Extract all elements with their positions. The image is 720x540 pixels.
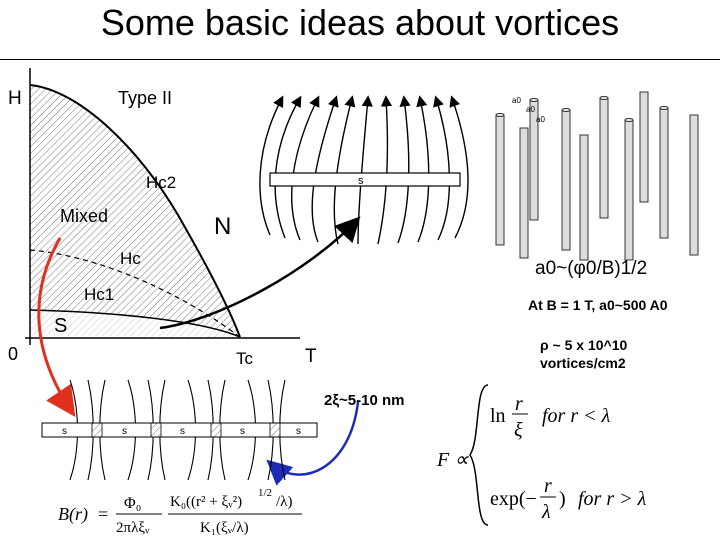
slab-label: s [358, 175, 364, 187]
svg-text:ξ: ξ [514, 419, 523, 441]
svg-text:exp(−: exp(− [490, 488, 537, 510]
svg-text:r: r [515, 393, 523, 415]
to-normal-arrow [159, 216, 361, 330]
to-vortex-red-arrow [37, 237, 76, 417]
svg-text:/λ): /λ) [276, 494, 292, 510]
svg-text:for r > λ: for r > λ [578, 488, 647, 510]
phase-diagram: H 0 T Tc Type II Hc2 Mixed Hc Hc1 S N [8, 68, 317, 368]
svg-text:F ∝: F ∝ [436, 449, 469, 471]
vortex-slab [41, 422, 318, 438]
vortex-cores [91, 422, 281, 438]
svg-text:r: r [544, 475, 552, 497]
origin-label: 0 [8, 344, 18, 364]
svg-text:1/2: 1/2 [258, 487, 272, 499]
type-ii-label: Type II [118, 88, 172, 108]
core-size-label: 2ξ~5-10 nm [324, 392, 405, 409]
vortex-density: ρ ~ 5 x 10^10 vortices/cm2 [540, 337, 628, 371]
a0-value: At B = 1 T, a0~500 A0 [528, 297, 668, 313]
tc-label: Tc [236, 349, 254, 368]
page-title: Some basic ideas about vortices [100, 2, 620, 43]
lattice-a0-2: a0 [526, 105, 535, 114]
svg-text:for r < λ: for r < λ [542, 405, 611, 427]
slab [269, 172, 461, 187]
svg-text:): ) [559, 488, 566, 510]
mixed-region-hatch [30, 85, 240, 337]
s-label: S [54, 315, 67, 337]
svg-text:K₁(ξᵥ/λ): K₁(ξᵥ/λ) [200, 520, 249, 536]
t-axis-label: T [305, 346, 317, 367]
svg-text:Φ₀: Φ₀ [124, 495, 141, 512]
vortex-slab-s-1: s [62, 426, 67, 437]
vortex-slab-s-3: s [180, 426, 185, 437]
lattice-a0-1: a0 [512, 96, 521, 105]
vortex-slab-s-2: s [122, 426, 127, 437]
svg-text:ln: ln [490, 405, 506, 427]
hc-label: Hc [120, 249, 141, 268]
vortex-lattice [495, 91, 699, 261]
svg-text:=: = [98, 504, 108, 524]
title-rule [0, 59, 720, 60]
hc1-curve [29, 309, 241, 338]
free-energy-formula: F ∝ ln r ξ for r < λ exp(− r λ ) for r >… [436, 384, 647, 526]
svg-text:B(r): B(r) [58, 504, 88, 525]
hc1-label: Hc1 [84, 285, 114, 304]
slab-field-lines [259, 95, 469, 245]
lattice-a0-3: a0 [536, 115, 545, 124]
svg-text:λ: λ [541, 501, 551, 523]
vortex-slab-s-5: s [296, 426, 301, 437]
core-size-blue-arrow [266, 401, 360, 486]
mixed-label: Mixed [60, 206, 108, 226]
hc2-label: Hc2 [146, 173, 176, 192]
svg-text:2πλξᵥ: 2πλξᵥ [116, 520, 150, 536]
hc2-curve [29, 84, 241, 338]
svg-text:K₀((r² + ξᵥ²): K₀((r² + ξᵥ²) [170, 494, 242, 510]
n-label: N [214, 213, 231, 240]
a0-relation: a0~(φ0/B)1/2 [535, 258, 648, 279]
vortex-slab-s-4: s [240, 426, 245, 437]
h-axis-label: H [8, 88, 22, 109]
field-profile-formula: B(r) = Φ₀ 2πλξᵥ K₀((r² + ξᵥ²) 1/2 /λ) K₁… [58, 487, 302, 536]
